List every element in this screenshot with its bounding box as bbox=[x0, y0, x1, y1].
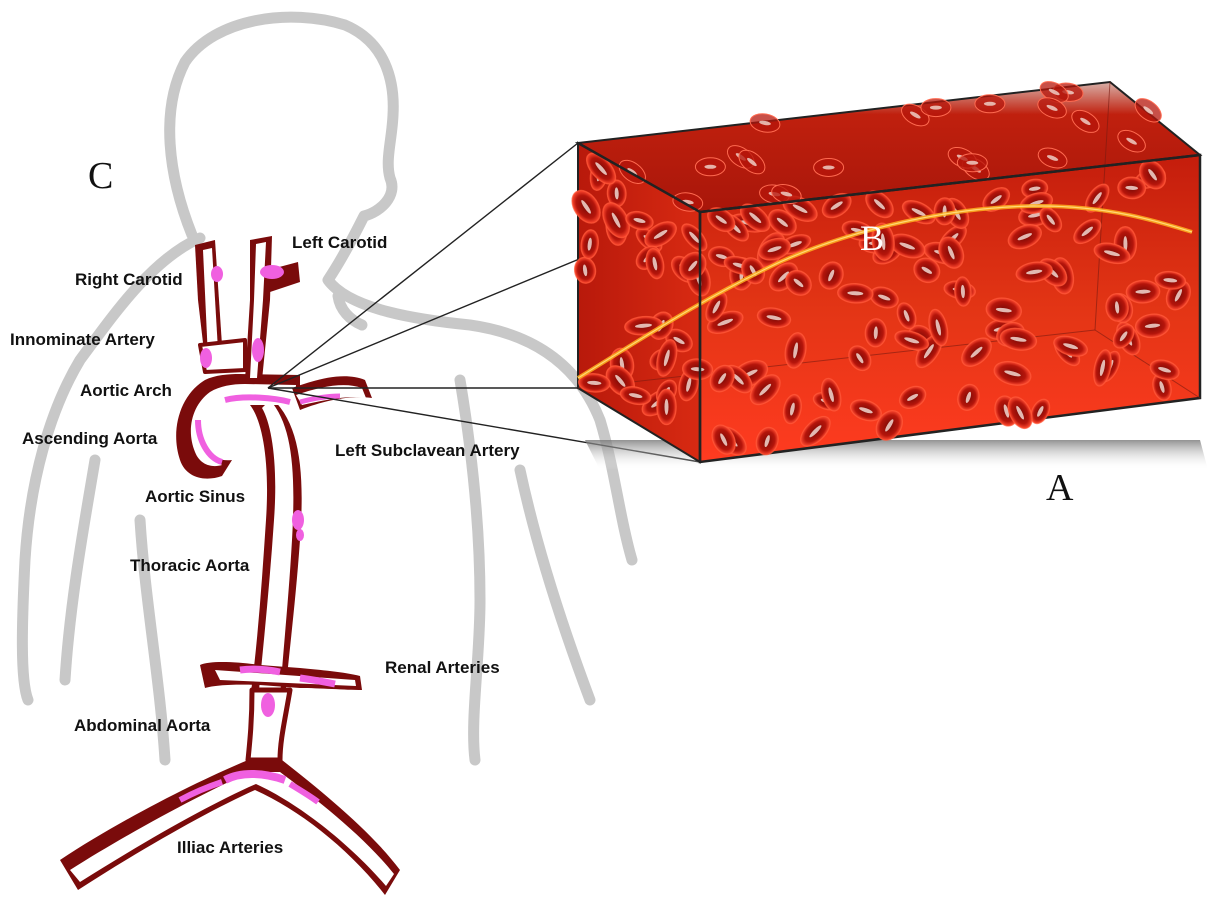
label-right-carotid: Right Carotid bbox=[75, 270, 183, 289]
label-thoracic-aorta: Thoracic Aorta bbox=[130, 556, 250, 575]
label-aortic-arch: Aortic Arch bbox=[80, 381, 172, 400]
label-ascending-aorta: Ascending Aorta bbox=[22, 429, 158, 448]
panel-label-a: A bbox=[1046, 467, 1074, 509]
red-blood-cell bbox=[814, 159, 844, 177]
label-innominate-artery: Innominate Artery bbox=[10, 330, 155, 349]
panel-label-b: B bbox=[860, 218, 884, 258]
label-abdominal-aorta: Abdominal Aorta bbox=[74, 716, 211, 735]
blood-volume-block bbox=[566, 77, 1208, 470]
red-blood-cell bbox=[1126, 280, 1160, 304]
label-aortic-sinus: Aortic Sinus bbox=[145, 487, 245, 506]
panel-label-c: C bbox=[88, 155, 113, 197]
red-blood-cell bbox=[921, 99, 951, 117]
label-illiac-arteries: Illiac Arteries bbox=[177, 838, 283, 857]
red-blood-cell bbox=[975, 95, 1005, 113]
red-blood-cell bbox=[657, 389, 676, 425]
label-left-subclavean-artery: Left Subclavean Artery bbox=[335, 441, 520, 460]
label-left-carotid: Left Carotid bbox=[292, 233, 387, 252]
red-blood-cell bbox=[695, 158, 725, 176]
label-renal-arteries: Renal Arteries bbox=[385, 658, 500, 677]
red-blood-cell bbox=[957, 154, 987, 173]
